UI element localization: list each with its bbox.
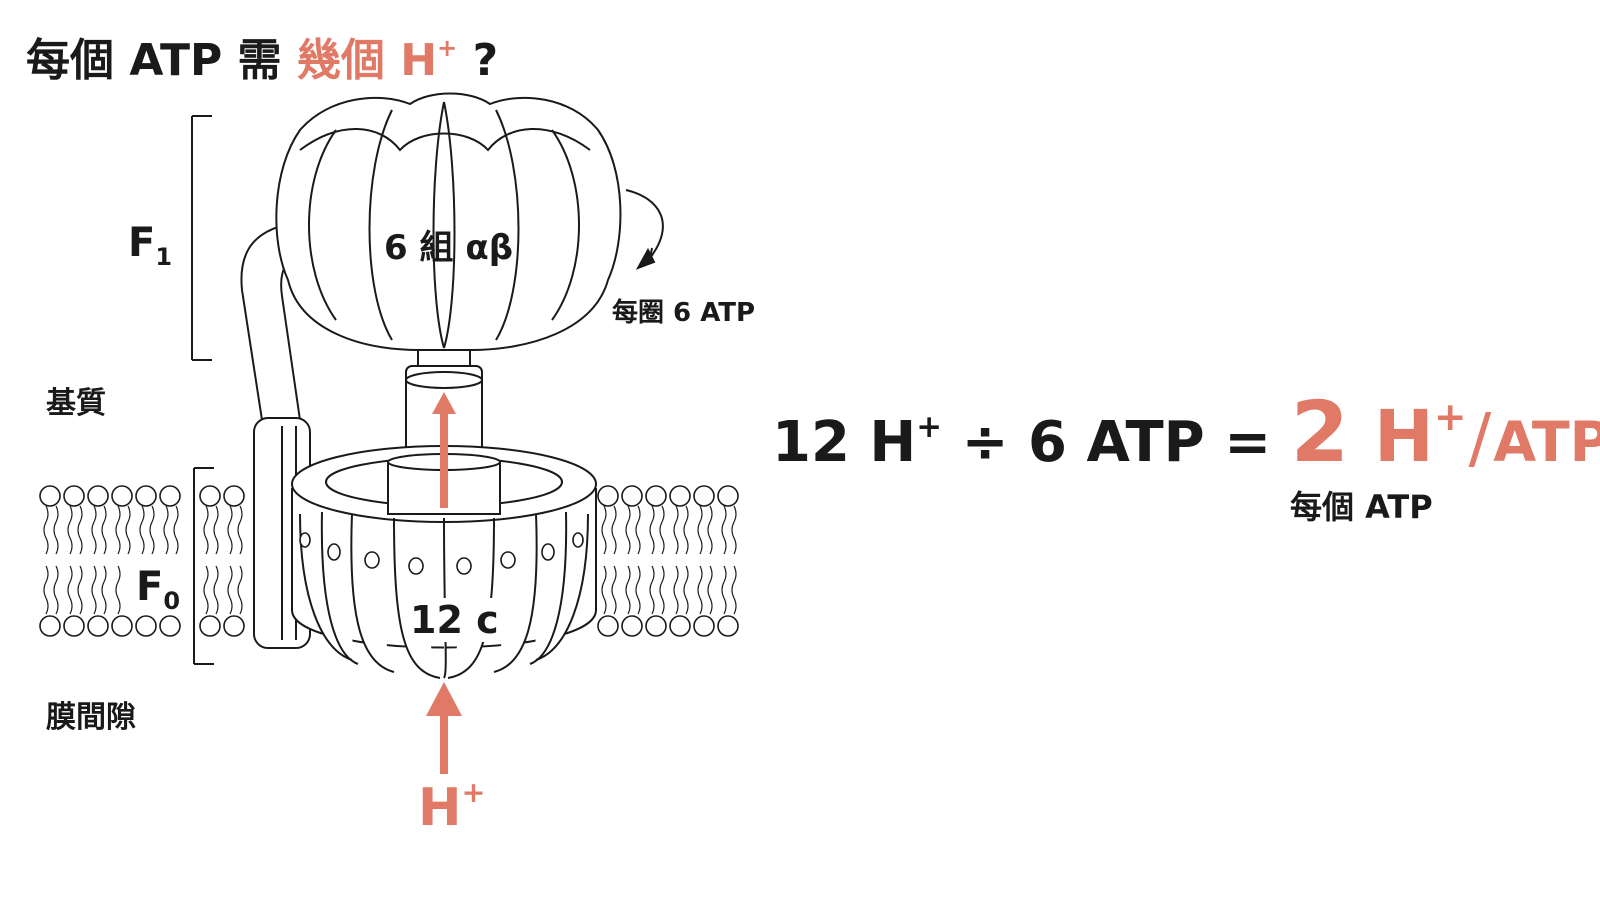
title-part3: ? [472, 35, 499, 86]
alpha-beta-label: 6 組 αβ [384, 228, 514, 268]
c-ring-label: 12 c [406, 598, 503, 642]
f0-label: F0 [134, 564, 183, 615]
per-turn-label: 每圈 6 ATP [612, 298, 756, 328]
intermembrane-label: 膜間隙 [46, 700, 136, 735]
equation-middle: ÷ 6 ATP = [961, 410, 1272, 475]
equation-left: 12 H+ [772, 408, 943, 475]
rotation-arrow-icon [625, 189, 664, 270]
membrane-left [39, 485, 245, 637]
membrane-right [597, 485, 739, 637]
title-part1: 每個 ATP 需 [26, 35, 282, 86]
equation-caption: 每個 ATP [1290, 488, 1433, 526]
page-title: 每個 ATP 需 幾個 H+ ? [26, 24, 498, 88]
f1-head [275, 92, 622, 351]
equation: 12 H+ ÷ 6 ATP = 2 H+/ATP [772, 382, 1600, 493]
f0-bracket [193, 467, 214, 665]
matrix-label: 基質 [46, 386, 106, 421]
proton-arrow-upper-icon [432, 392, 456, 508]
proton-arrow-lower-icon [426, 682, 462, 774]
equation-result: 2 H+/ATP [1290, 383, 1600, 481]
f1-bracket [191, 115, 212, 361]
f1-label: F1 [128, 220, 173, 271]
c-ring [291, 445, 597, 679]
proton-label: H+ [418, 775, 486, 838]
title-part2: 幾個 H+ [296, 33, 458, 86]
